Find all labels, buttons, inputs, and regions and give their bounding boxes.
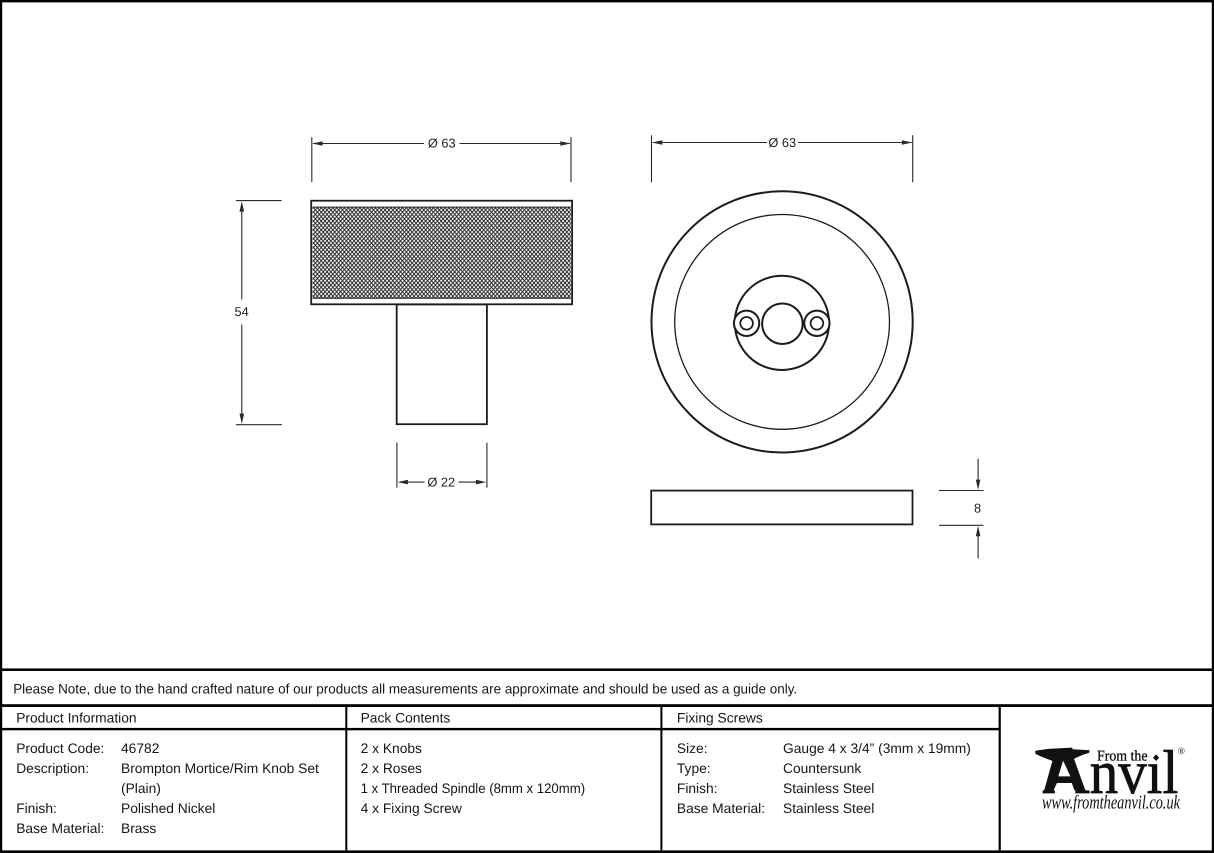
- svg-text:46782: 46782: [121, 741, 159, 756]
- svg-text:Pack Contents: Pack Contents: [361, 710, 451, 725]
- svg-text:Ø 22: Ø 22: [427, 474, 455, 489]
- svg-text:nvıl: nvıl: [1090, 739, 1179, 807]
- svg-text:Base Material:: Base Material:: [16, 821, 104, 836]
- svg-text:Type:: Type:: [677, 761, 711, 776]
- svg-text:Stainless Steel: Stainless Steel: [783, 781, 874, 796]
- svg-text:Description:: Description:: [16, 761, 89, 776]
- svg-text:(Plain): (Plain): [121, 781, 161, 796]
- svg-text:Countersunk: Countersunk: [783, 761, 861, 776]
- svg-text:Fixing Screws: Fixing Screws: [677, 710, 763, 725]
- svg-text:www.fromtheanvil.co.uk: www.fromtheanvil.co.uk: [1042, 793, 1180, 814]
- svg-text:2 x Knobs: 2 x Knobs: [361, 741, 422, 756]
- svg-text:4 x Fixing Screw: 4 x Fixing Screw: [361, 801, 462, 816]
- svg-text:Product Code:: Product Code:: [16, 741, 104, 756]
- svg-text:Polished Nickel: Polished Nickel: [121, 801, 215, 816]
- svg-text:Base Material:: Base Material:: [677, 801, 765, 816]
- svg-text:Please Note, due to the hand c: Please Note, due to the hand crafted nat…: [13, 681, 797, 696]
- svg-text:Size:: Size:: [677, 741, 708, 756]
- svg-text:Brompton Mortice/Rim Knob Set: Brompton Mortice/Rim Knob Set: [121, 761, 319, 776]
- svg-text:®: ®: [1178, 747, 1185, 757]
- svg-text:Gauge 4 x 3/4” (3mm x 19mm): Gauge 4 x 3/4” (3mm x 19mm): [783, 741, 971, 756]
- svg-text:Finish:: Finish:: [677, 781, 718, 796]
- svg-text:2 x Roses: 2 x Roses: [361, 761, 422, 776]
- svg-text:54: 54: [234, 304, 248, 319]
- svg-text:Finish:: Finish:: [16, 801, 57, 816]
- svg-text:Ø 63: Ø 63: [768, 135, 796, 150]
- svg-text:8: 8: [974, 500, 981, 515]
- svg-text:Ø 63: Ø 63: [428, 136, 456, 151]
- svg-text:From the: From the: [1097, 749, 1148, 765]
- svg-text:Product Information: Product Information: [16, 710, 136, 725]
- svg-text:1 x Threaded Spindle (8mm x 12: 1 x Threaded Spindle (8mm x 120mm): [361, 781, 585, 796]
- svg-text:Brass: Brass: [121, 821, 156, 836]
- svg-text:Stainless Steel: Stainless Steel: [783, 801, 874, 816]
